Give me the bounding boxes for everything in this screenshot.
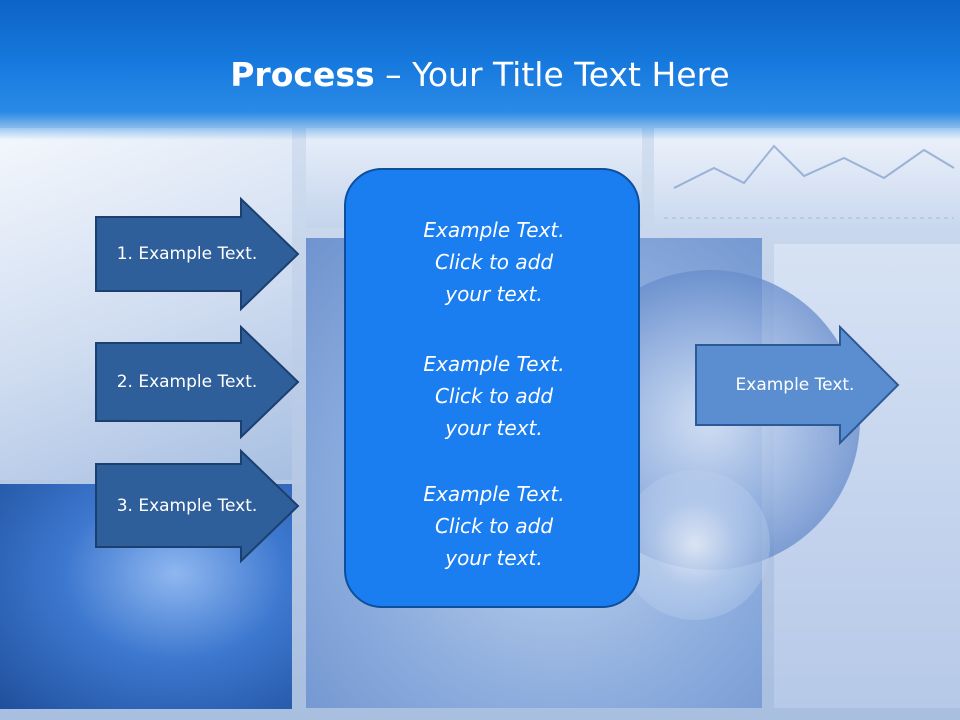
title-rest: – Your Title Text Here <box>374 55 730 94</box>
input-arrow-2-label: 2. Example Text. <box>116 372 258 392</box>
chart-line-decoration <box>664 144 955 219</box>
center-text-line: your text. <box>445 416 543 440</box>
input-arrow-1-label: 1. Example Text. <box>116 244 258 264</box>
center-process-box[interactable]: Example Text. Click to add your text. Ex… <box>344 168 640 608</box>
center-text-line: Click to add <box>434 250 554 274</box>
input-arrow-1-shape <box>95 196 300 312</box>
output-arrow-shape <box>695 324 900 446</box>
center-text-line: your text. <box>445 546 543 570</box>
input-arrow-3[interactable]: 3. Example Text. <box>95 448 300 564</box>
input-arrow-2[interactable]: 2. Example Text. <box>95 324 300 440</box>
page-title[interactable]: Process – Your Title Text Here <box>0 52 960 98</box>
input-arrow-1[interactable]: 1. Example Text. <box>95 196 300 312</box>
center-text-line: Click to add <box>434 514 554 538</box>
disk-hub-decoration <box>620 470 770 620</box>
output-arrow-label: Example Text. <box>735 375 855 395</box>
center-text-block-3[interactable]: Example Text. Click to add your text. <box>346 478 642 574</box>
title-bar <box>0 0 960 140</box>
output-arrow[interactable]: Example Text. <box>695 324 900 446</box>
title-bold: Process <box>230 55 375 94</box>
background-photo-top-right <box>654 128 960 234</box>
input-arrow-3-label: 3. Example Text. <box>116 495 258 516</box>
center-text-line: Example Text. <box>423 482 565 506</box>
center-text-block-2[interactable]: Example Text. Click to add your text. <box>346 348 642 444</box>
input-arrow-2-shape <box>95 324 300 440</box>
input-arrow-3-shape <box>95 448 300 564</box>
center-text-line: Example Text. <box>423 218 565 242</box>
center-text-line: Example Text. <box>423 352 565 376</box>
center-text-block-1[interactable]: Example Text. Click to add your text. <box>346 214 642 310</box>
center-text-line: Click to add <box>434 384 554 408</box>
center-text-line: your text. <box>445 282 543 306</box>
